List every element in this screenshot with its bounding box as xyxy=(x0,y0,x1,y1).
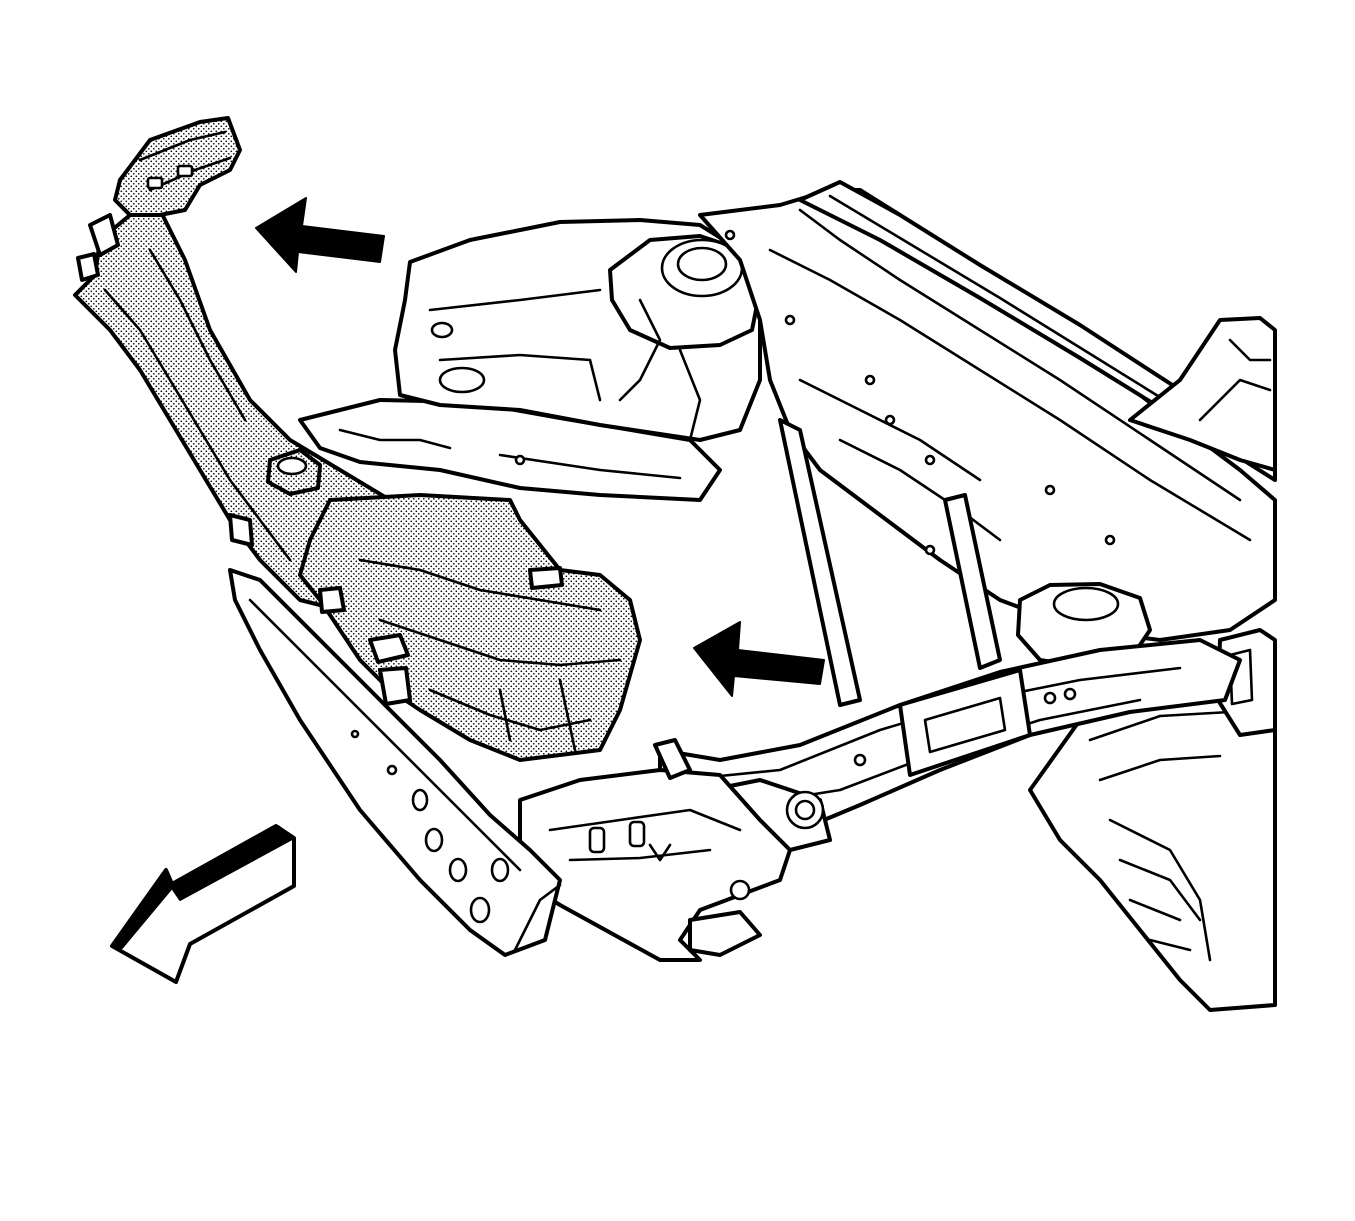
direction-arrow-icon xyxy=(693,621,825,697)
rear-bumper-impact-bar xyxy=(228,568,562,957)
rear-crossmember xyxy=(518,738,792,962)
underbody-structure xyxy=(298,180,1277,707)
front-of-vehicle-arrow-icon xyxy=(110,824,296,984)
body-bolt-holes xyxy=(514,229,1116,556)
direction-arrow-icon xyxy=(255,197,385,273)
left-rear-rail-highlighted xyxy=(73,116,642,762)
